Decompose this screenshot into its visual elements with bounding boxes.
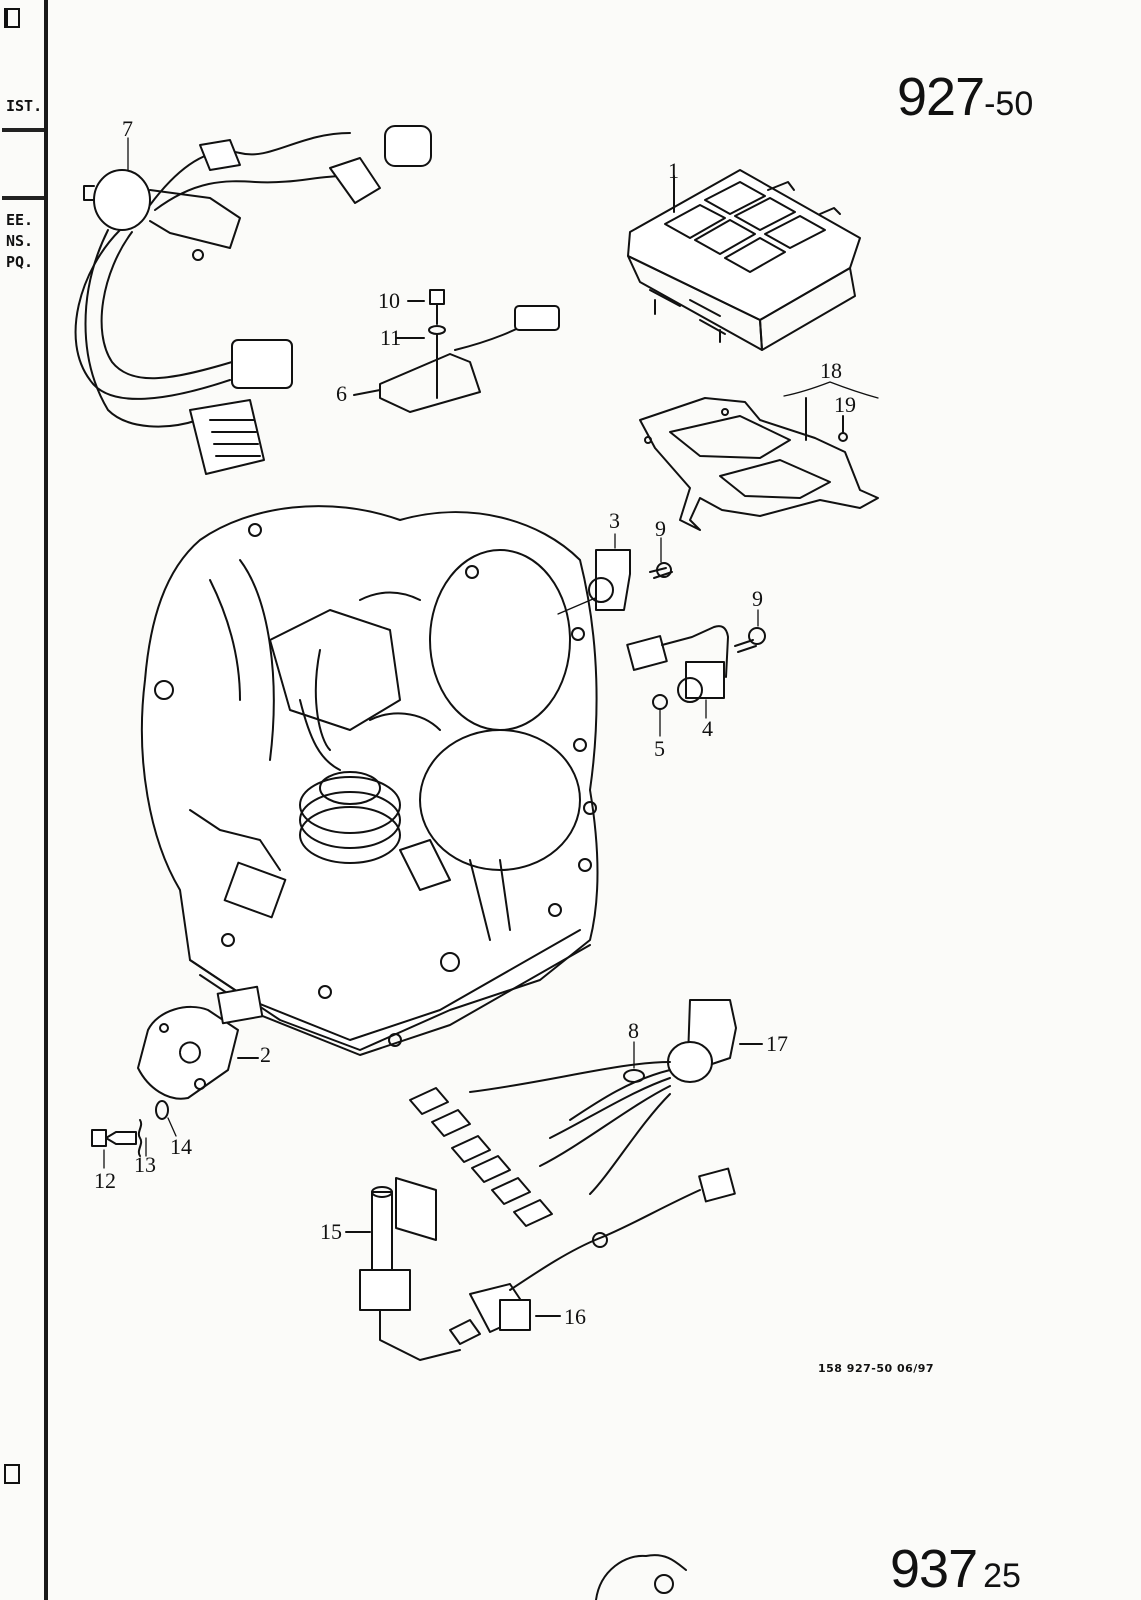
sensor-3 [588, 549, 673, 611]
margin-label-ist: IST. [6, 97, 43, 115]
callout-5: 5 [654, 736, 665, 761]
page-number: 927-50 [897, 66, 1033, 128]
drawing-reference-code: 158 927-50 06/97 [818, 1362, 935, 1375]
callout-leaders [127, 137, 759, 737]
callout-3: 3 [609, 508, 620, 533]
callout-16: 16 [564, 1304, 586, 1329]
housing-bolts [154, 523, 597, 1047]
transmission-housing [140, 505, 599, 1056]
control-unit [627, 169, 861, 351]
sensor-4 [626, 625, 766, 710]
callout-7: 7 [122, 116, 133, 141]
callout-14: 14 [170, 1134, 192, 1159]
callout-9a: 9 [655, 516, 666, 541]
page-number-main: 927 [897, 67, 985, 127]
callout-18: 18 [820, 358, 842, 383]
margin-divider [2, 196, 44, 200]
shift-switch [137, 985, 264, 1100]
callout-15: 15 [320, 1219, 342, 1244]
callout-9b: 9 [752, 586, 763, 611]
margin-box-icon [4, 8, 20, 28]
speed-sensor-bracket [379, 289, 560, 413]
sensor-16 [449, 1167, 736, 1345]
callout-12: 12 [94, 1168, 116, 1193]
sensor-harness [74, 125, 432, 475]
wiring-harness-17 [409, 999, 737, 1227]
margin-label-ns: NS. [6, 232, 34, 250]
mounting-bracket [639, 397, 879, 531]
callout-2: 2 [260, 1042, 271, 1067]
margin-divider [2, 128, 44, 132]
margin-label-ee: EE. [6, 211, 34, 229]
callout-13: 13 [134, 1152, 156, 1177]
callout-1: 1 [668, 158, 679, 183]
callout-6: 6 [336, 381, 347, 406]
callout-8: 8 [628, 1018, 639, 1043]
sensor-15 [359, 1177, 461, 1361]
margin-box-icon [4, 1464, 20, 1484]
page-number-suffix: -50 [984, 85, 1034, 123]
next-page-number-suffix: 25 [983, 1557, 1021, 1595]
callout-11: 11 [380, 325, 402, 350]
next-page-number-main: 937 [890, 1539, 978, 1599]
callout-19: 19 [834, 392, 856, 417]
bolt-set [91, 1100, 177, 1169]
margin-label-pq: PQ. [6, 253, 34, 271]
callout-10: 10 [378, 288, 400, 313]
callout-4: 4 [702, 716, 713, 741]
binding-edge-rule [44, 0, 48, 1600]
callout-17: 17 [766, 1031, 788, 1056]
